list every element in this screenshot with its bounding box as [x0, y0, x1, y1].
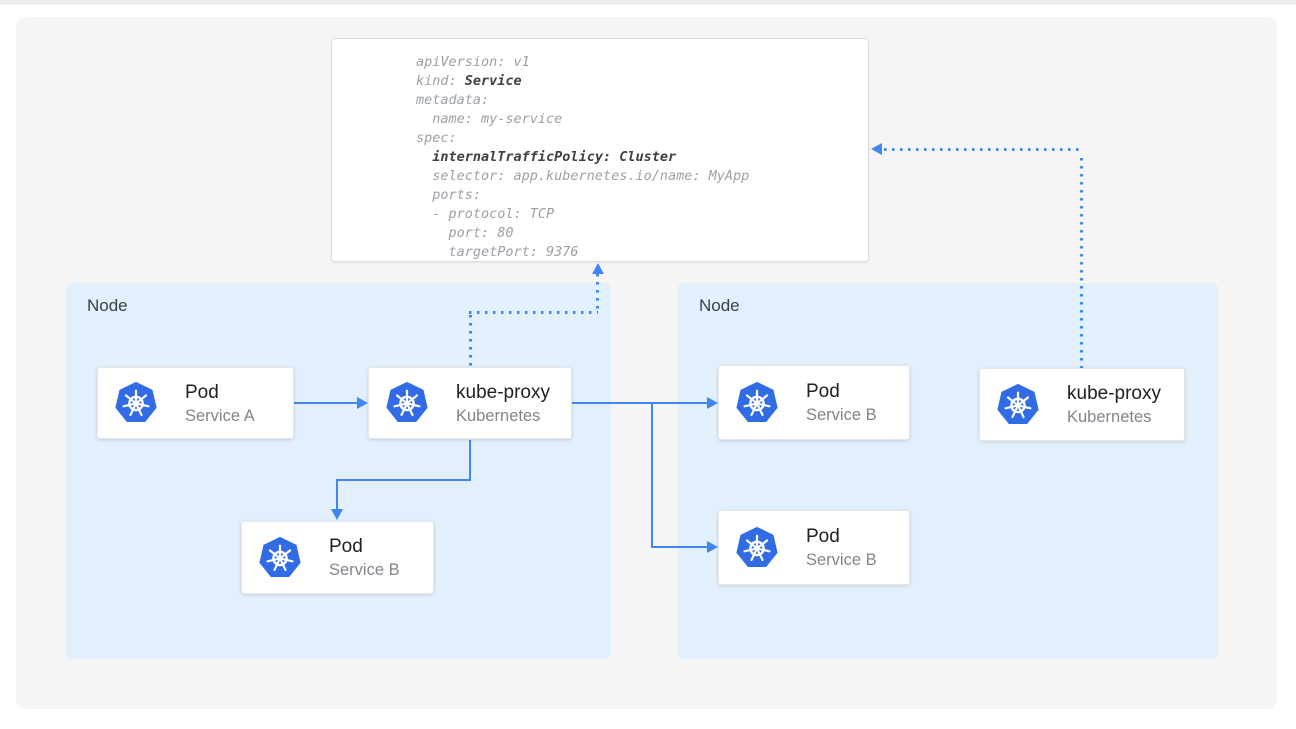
dotted-segment	[469, 315, 472, 367]
yaml-line: targetPort: 9376	[416, 243, 858, 262]
card-subtitle: Service A	[185, 405, 255, 427]
kube-proxy-card-right: kube-proxy Kubernetes	[979, 368, 1185, 441]
arrowhead-right-icon	[707, 541, 718, 553]
card-subtitle: Service B	[806, 404, 877, 426]
card-subtitle: Kubernetes	[1067, 406, 1161, 428]
pod-card-service-b-right-bottom: Pod Service B	[718, 510, 910, 585]
kubernetes-icon	[735, 381, 779, 425]
kubernetes-icon	[114, 381, 158, 425]
pod-card-service-a: Pod Service A	[97, 367, 294, 439]
arrow-segment	[651, 402, 708, 404]
kubernetes-icon	[735, 526, 779, 570]
arrow-segment	[651, 402, 653, 547]
node-box-right: Node	[678, 283, 1218, 659]
arrowhead-right-icon	[357, 397, 368, 409]
kube-proxy-card-left: kube-proxy Kubernetes	[368, 367, 572, 439]
pod-card-service-b-right-top: Pod Service B	[718, 365, 910, 440]
node-label: Node	[87, 296, 128, 316]
yaml-line: name: my-service	[416, 110, 858, 129]
dotted-segment	[1080, 158, 1083, 368]
yaml-line: spec:	[416, 129, 858, 148]
yaml-line: internalTrafficPolicy: Cluster	[416, 148, 858, 167]
card-title: Pod	[329, 534, 400, 559]
arrow-segment	[651, 546, 708, 548]
kubernetes-icon	[996, 383, 1040, 427]
kubernetes-icon	[258, 536, 302, 580]
arrowhead-up-icon	[592, 263, 604, 274]
card-title: Pod	[806, 524, 877, 549]
dotted-segment	[884, 148, 1082, 151]
pod-card-service-b-left: Pod Service B	[241, 521, 434, 594]
dotted-segment	[596, 274, 599, 311]
yaml-line: kind: Service	[416, 72, 858, 91]
arrow-segment	[572, 402, 653, 404]
yaml-code: apiVersion: v1kind: Servicemetadata: nam…	[416, 53, 858, 262]
arrowhead-right-icon	[707, 397, 718, 409]
yaml-manifest-card: apiVersion: v1kind: Servicemetadata: nam…	[331, 38, 869, 262]
node-box-left: Node	[66, 283, 611, 659]
card-title: kube-proxy	[1067, 381, 1161, 406]
yaml-line: metadata:	[416, 91, 858, 110]
arrowhead-down-icon	[331, 509, 343, 520]
kubernetes-icon	[385, 381, 429, 425]
card-title: kube-proxy	[456, 380, 550, 405]
arrow-segment	[336, 479, 471, 481]
card-subtitle: Kubernetes	[456, 405, 550, 427]
arrow-segment	[336, 479, 338, 510]
dotted-segment	[469, 311, 598, 314]
yaml-line: port: 80	[416, 224, 858, 243]
yaml-line: apiVersion: v1	[416, 53, 858, 72]
top-divider	[0, 0, 1296, 5]
arrow-segment	[294, 402, 358, 404]
yaml-line: ports:	[416, 186, 858, 205]
card-title: Pod	[806, 379, 877, 404]
arrowhead-left-icon	[871, 143, 882, 155]
yaml-line: - protocol: TCP	[416, 205, 858, 224]
node-label: Node	[699, 296, 740, 316]
card-subtitle: Service B	[329, 559, 400, 581]
yaml-line: selector: app.kubernetes.io/name: MyApp	[416, 167, 858, 186]
card-title: Pod	[185, 380, 255, 405]
card-subtitle: Service B	[806, 549, 877, 571]
arrow-segment	[469, 440, 471, 481]
